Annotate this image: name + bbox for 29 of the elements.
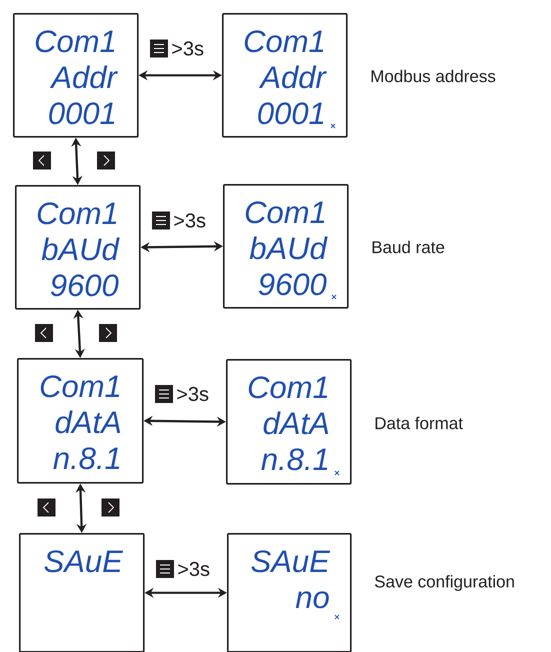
edge-label: >3s (178, 562, 210, 576)
display-text: Com1 (36, 30, 114, 52)
display-text: Com1 (40, 375, 120, 398)
display-text: SAuE (44, 550, 124, 572)
display-text: Com1 (246, 201, 324, 224)
display-text: n.8.1 (53, 447, 120, 470)
display-text: Com1 (248, 376, 328, 398)
display-text: 0001 (49, 102, 114, 124)
display-text: Com1 (38, 202, 116, 224)
display-text: Com1 (244, 30, 324, 52)
display-text: bAUd (250, 236, 328, 260)
display-text: no (296, 591, 329, 608)
display-text: 9600 (258, 273, 327, 296)
edge-label: >3s (177, 386, 208, 402)
display-text: 0001 (258, 102, 324, 124)
display-text: n.8.1 (261, 448, 328, 470)
display-text: Addr (258, 66, 327, 88)
description-text: Data format (376, 416, 463, 430)
display-text: Addr (50, 66, 118, 88)
description-text: Modbus address (372, 70, 496, 82)
edge-label: >3s (174, 213, 206, 228)
display-text: bAUd (42, 238, 120, 260)
edge-label: >3s (172, 41, 204, 56)
description-text: Baud rate (372, 240, 444, 254)
display-text: 9600 (50, 274, 119, 296)
display-text: dAtA (264, 412, 328, 434)
description-text: Save configuration (374, 575, 514, 591)
display-text: dAtA (56, 410, 120, 434)
display-text: SAuE (251, 550, 330, 572)
